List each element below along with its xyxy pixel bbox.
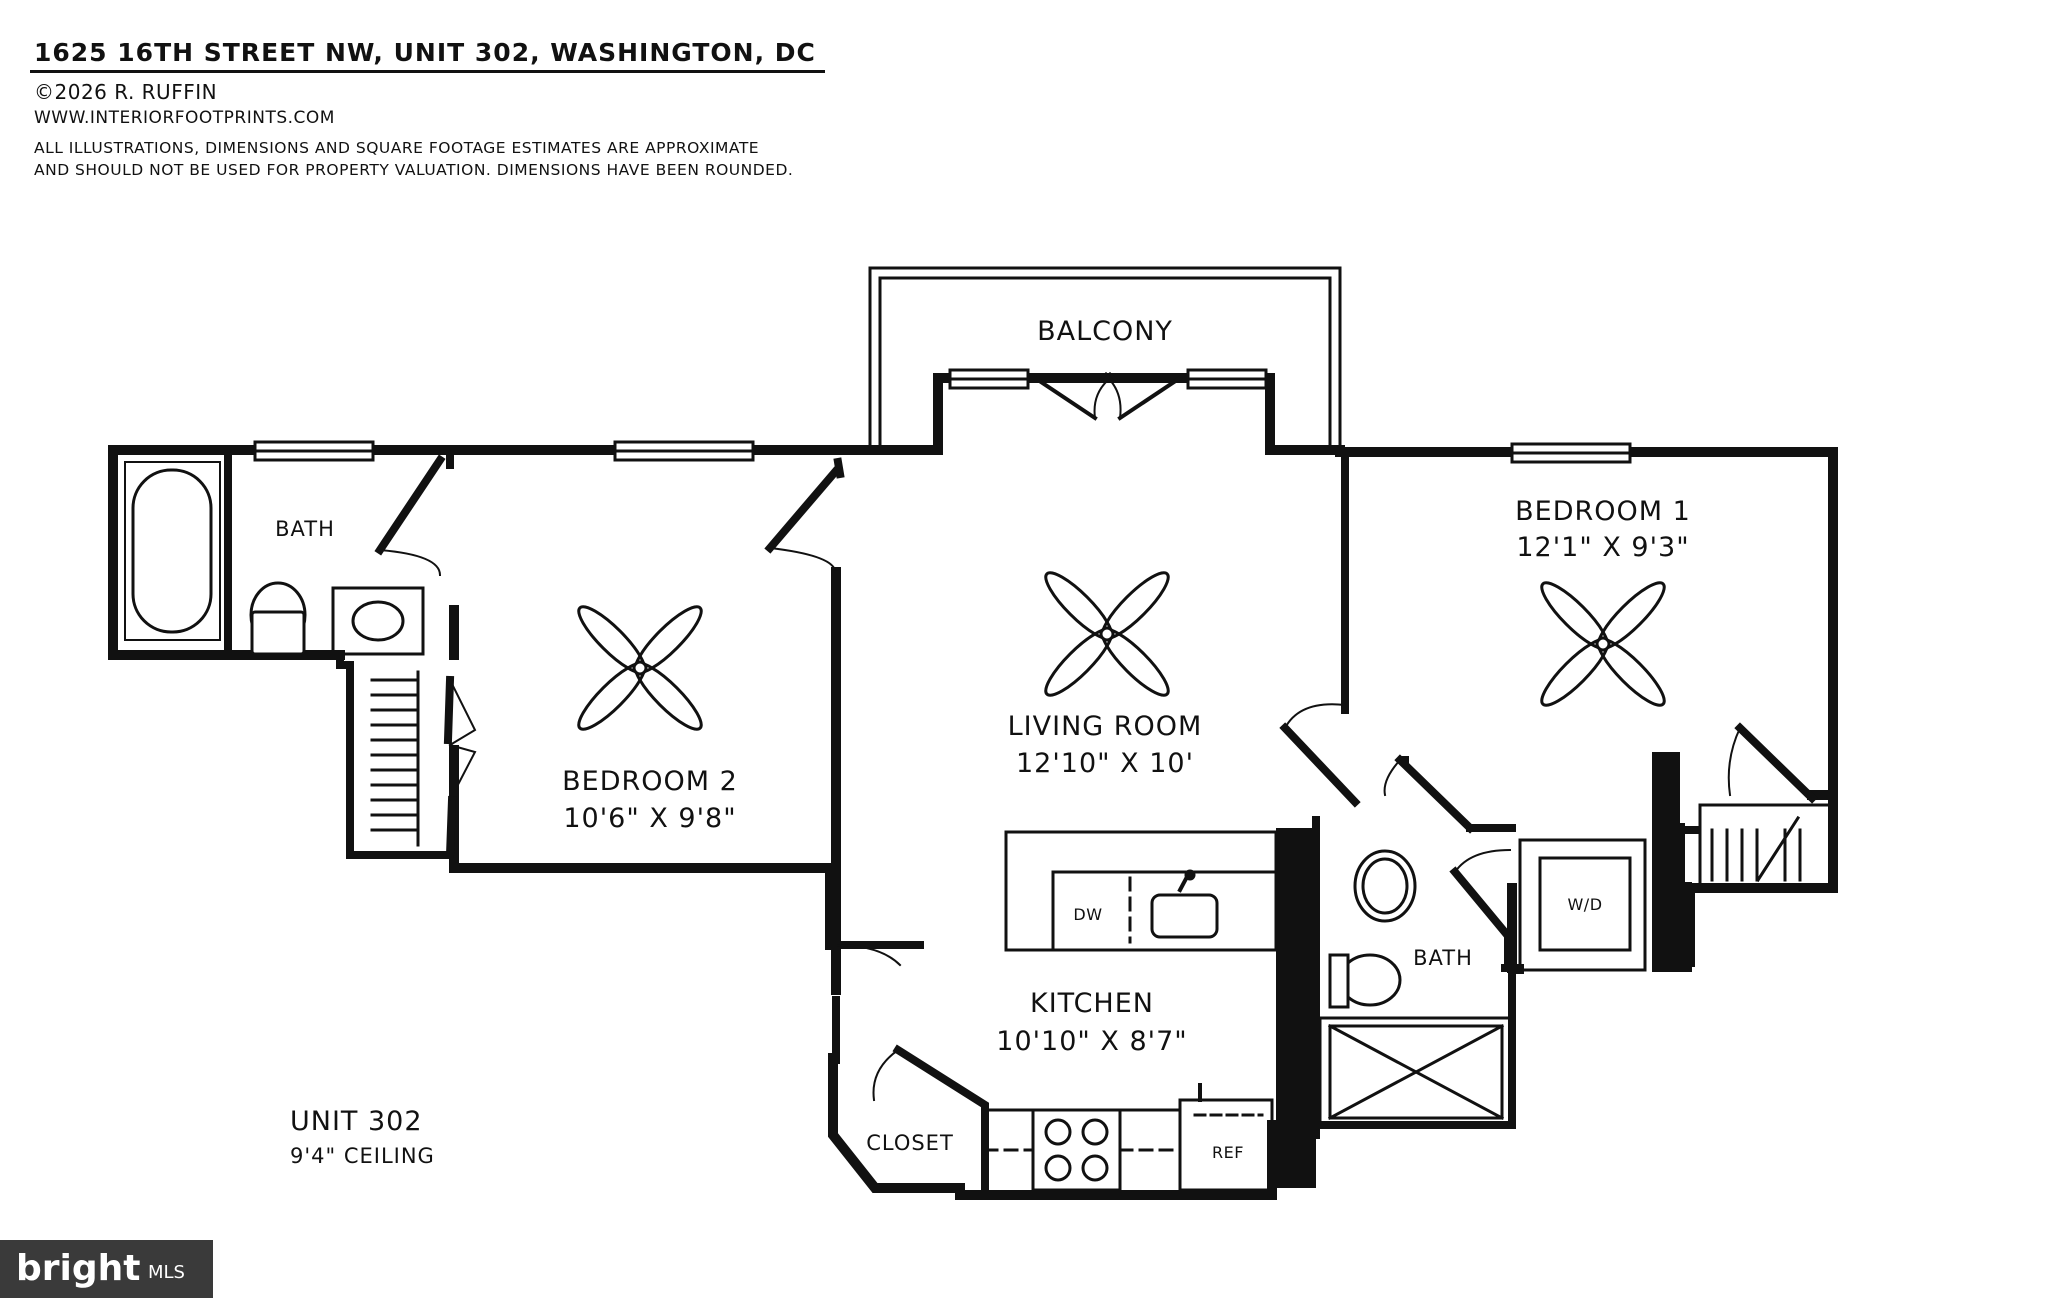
ceiling-fan-bedroom2 <box>577 605 703 731</box>
disclaimer-line-1: ALL ILLUSTRATIONS, DIMENSIONS AND SQUARE… <box>34 139 760 157</box>
door-swings <box>378 546 1742 1102</box>
label-bath-right: BATH <box>1413 946 1473 970</box>
dims-living-room: 12'10" X 10' <box>1016 748 1194 779</box>
plan-title: 1625 16TH STREET NW, UNIT 302, WASHINGTO… <box>34 38 816 67</box>
laundry-closet <box>1518 838 1647 972</box>
windows <box>253 368 1632 464</box>
unit-name: UNIT 302 <box>290 1106 423 1137</box>
dims-bedroom2: 10'6" X 9'8" <box>563 803 736 834</box>
badge-suffix: MLS <box>148 1262 185 1283</box>
dims-bedroom1: 12'1" X 9'3" <box>1516 532 1689 563</box>
dims-kitchen: 10'10" X 8'7" <box>996 1026 1187 1057</box>
unit-ceiling: 9'4" CEILING <box>290 1144 435 1168</box>
label-washer-dryer: W/D <box>1567 895 1602 914</box>
left-closet-shelves <box>370 670 420 847</box>
bedroom1-closet <box>1698 803 1832 887</box>
label-dishwasher: DW <box>1073 905 1102 924</box>
ceiling-fan-bedroom1 <box>1540 581 1666 707</box>
kitchen-counters <box>983 1083 1274 1192</box>
website-text: WWW.INTERIORFOOTPRINTS.COM <box>34 108 335 128</box>
label-balcony: BALCONY <box>1037 316 1173 347</box>
right-bath-fixtures <box>1318 849 1512 1128</box>
kitchen-island <box>1004 830 1278 952</box>
balcony-doors <box>1032 371 1183 421</box>
label-closet: CLOSET <box>866 1131 954 1155</box>
label-refrigerator: REF <box>1212 1143 1244 1162</box>
label-bedroom2: BEDROOM 2 <box>562 766 738 797</box>
copyright-text: ©2026 R. RUFFIN <box>34 80 218 104</box>
label-living-room: LIVING ROOM <box>1008 711 1203 742</box>
label-bedroom1: BEDROOM 1 <box>1515 496 1691 527</box>
label-kitchen: KITCHEN <box>1030 988 1154 1019</box>
left-bath-fixtures <box>124 461 425 656</box>
badge-brand: bright <box>16 1248 141 1289</box>
label-bath-left: BATH <box>275 517 335 541</box>
mls-badge: bright MLS <box>0 1240 213 1298</box>
disclaimer-line-2: AND SHOULD NOT BE USED FOR PROPERTY VALU… <box>34 161 794 179</box>
title-underline <box>30 70 825 73</box>
ceiling-fan-living-room <box>1044 571 1170 697</box>
balcony-railing <box>868 266 1342 452</box>
solid-wall-blocks <box>1276 752 1695 1188</box>
